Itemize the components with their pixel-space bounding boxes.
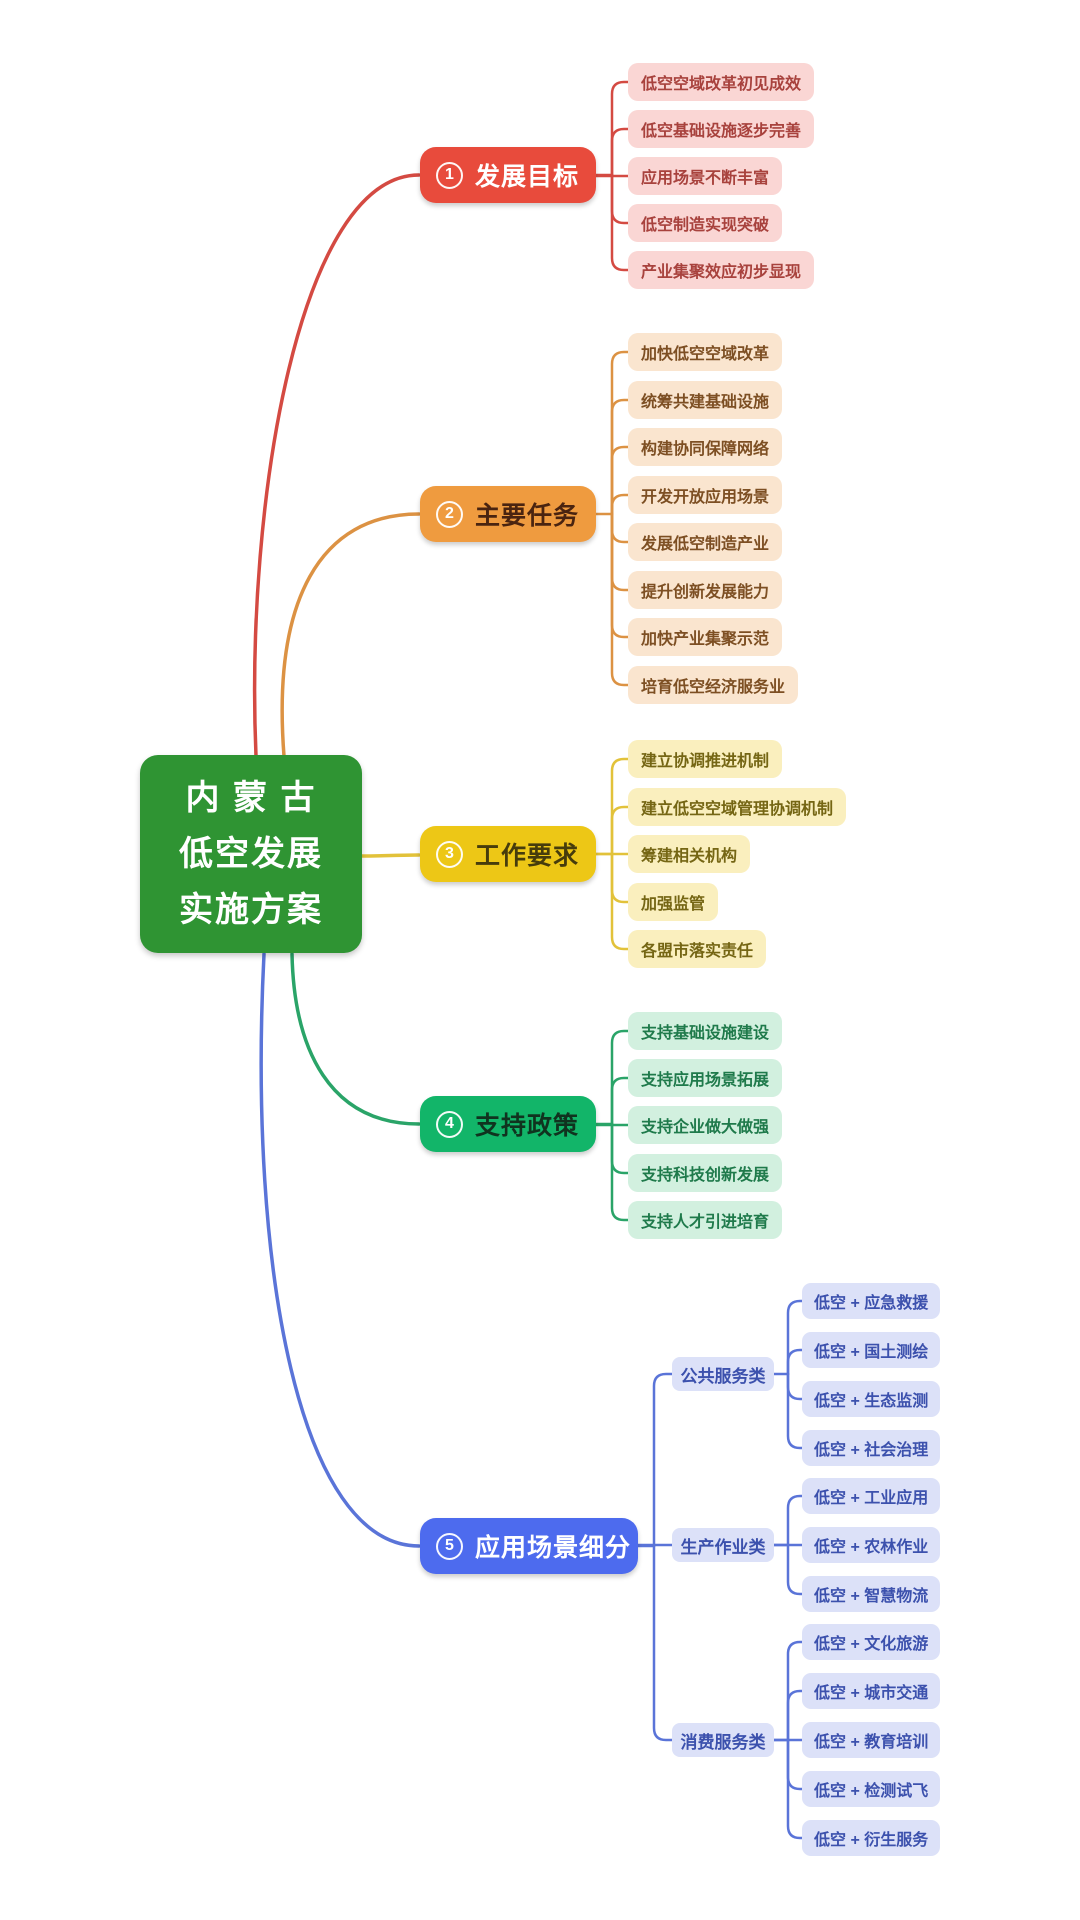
child-node[interactable]: 支持企业做大做强 — [628, 1106, 783, 1144]
connector — [610, 398, 630, 516]
root-title-line: 低空发展 — [179, 835, 323, 873]
branch-label: 发展目标 — [475, 163, 580, 191]
connector — [610, 852, 630, 904]
child-node[interactable]: 统筹共建基础设施 — [628, 381, 783, 419]
connector — [610, 1122, 630, 1175]
leaf-node[interactable]: 低空 + 检测试飞 — [802, 1771, 941, 1807]
leaf-node[interactable]: 低空 + 智慧物流 — [802, 1576, 941, 1612]
child-node[interactable]: 提升创新发展能力 — [628, 571, 783, 609]
child-node[interactable]: 应用场景不断丰富 — [628, 157, 783, 195]
connector — [610, 1076, 630, 1126]
connector — [786, 1299, 804, 1376]
connector — [610, 493, 630, 516]
leaf-node[interactable]: 低空 + 社会治理 — [802, 1430, 941, 1466]
branch-node-5[interactable]: 5 应用场景细分 — [420, 1518, 638, 1574]
connector — [610, 1122, 630, 1222]
connector — [610, 757, 630, 856]
connector — [610, 173, 630, 225]
connector — [786, 1738, 804, 1791]
root-title-line: 内 蒙 古 — [185, 779, 317, 817]
connector — [610, 512, 630, 544]
child-node[interactable]: 开发开放应用场景 — [628, 476, 783, 514]
branch-node-2[interactable]: 2 主要任务 — [420, 486, 596, 542]
connector — [252, 173, 421, 758]
connector — [786, 1689, 804, 1742]
leaf-node[interactable]: 低空 + 国土测绘 — [802, 1332, 941, 1368]
child-node[interactable]: 加快低空空域改革 — [628, 333, 783, 371]
connector — [610, 350, 630, 516]
connector — [786, 1372, 804, 1401]
connector — [786, 1372, 804, 1450]
child-node[interactable]: 支持人才引进培育 — [628, 1201, 783, 1239]
child-node[interactable]: 构建协同保障网络 — [628, 428, 783, 466]
leaf-node[interactable]: 低空 + 教育培训 — [802, 1722, 941, 1758]
leaf-node[interactable]: 低空 + 衍生服务 — [802, 1820, 941, 1856]
child-node[interactable]: 低空空域改革初见成效 — [628, 63, 815, 101]
connector — [360, 853, 421, 858]
connector — [652, 1544, 674, 1742]
connector — [786, 1543, 804, 1596]
connector — [610, 512, 630, 639]
branch-label: 工作要求 — [475, 842, 580, 870]
branch-node-1[interactable]: 1 发展目标 — [420, 147, 596, 203]
connector — [786, 1348, 804, 1376]
group-node[interactable]: 生产作业类 — [672, 1528, 774, 1562]
child-node[interactable]: 低空基础设施逐步完善 — [628, 110, 815, 148]
child-node[interactable]: 发展低空制造产业 — [628, 523, 783, 561]
child-node[interactable]: 建立协调推进机制 — [628, 740, 783, 778]
leaf-node[interactable]: 低空 + 城市交通 — [802, 1673, 941, 1709]
child-node[interactable]: 低空制造实现突破 — [628, 204, 783, 242]
child-node[interactable]: 支持科技创新发展 — [628, 1154, 783, 1192]
connector — [259, 952, 421, 1548]
connector — [610, 512, 630, 687]
connector — [290, 952, 421, 1126]
connector — [610, 852, 630, 951]
branch-node-3[interactable]: 3 工作要求 — [420, 826, 596, 882]
branch-number-badge: 5 — [436, 1532, 463, 1560]
child-node[interactable]: 支持应用场景拓展 — [628, 1059, 783, 1097]
connector — [610, 127, 630, 177]
connector — [610, 1029, 630, 1126]
leaf-node[interactable]: 低空 + 应急救援 — [802, 1283, 941, 1319]
connector — [610, 173, 630, 272]
branch-number-badge: 1 — [436, 161, 463, 189]
child-node[interactable]: 加强监管 — [628, 883, 719, 921]
connector — [786, 1738, 804, 1840]
connector — [610, 805, 630, 856]
branch-node-4[interactable]: 4 支持政策 — [420, 1096, 596, 1152]
leaf-node[interactable]: 低空 + 生态监测 — [802, 1381, 941, 1417]
child-node[interactable]: 产业集聚效应初步显现 — [628, 251, 815, 289]
child-node[interactable]: 培育低空经济服务业 — [628, 666, 799, 704]
connector — [786, 1494, 804, 1547]
connector — [280, 512, 421, 758]
connector — [610, 80, 630, 177]
child-node[interactable]: 筹建相关机构 — [628, 835, 751, 873]
branch-number-badge: 2 — [436, 500, 463, 528]
connector — [786, 1640, 804, 1742]
connector — [610, 512, 630, 592]
group-node[interactable]: 消费服务类 — [672, 1723, 774, 1757]
child-node[interactable]: 建立低空空域管理协调机制 — [628, 788, 847, 826]
group-node[interactable]: 公共服务类 — [672, 1357, 774, 1391]
leaf-node[interactable]: 低空 + 文化旅游 — [802, 1624, 941, 1660]
child-node[interactable]: 各盟市落实责任 — [628, 930, 767, 968]
root-node[interactable]: 内 蒙 古 低空发展 实施方案 — [140, 755, 362, 953]
branch-number-badge: 4 — [436, 1110, 463, 1138]
connector — [610, 445, 630, 516]
branch-label: 支持政策 — [475, 1112, 580, 1140]
branch-number-badge: 3 — [436, 840, 463, 868]
branch-label: 主要任务 — [475, 502, 580, 530]
branch-label: 应用场景细分 — [475, 1534, 632, 1562]
child-node[interactable]: 加快产业集聚示范 — [628, 618, 783, 656]
root-title-line: 实施方案 — [179, 891, 323, 929]
connector — [652, 1372, 674, 1548]
leaf-node[interactable]: 低空 + 农林作业 — [802, 1527, 941, 1563]
child-node[interactable]: 支持基础设施建设 — [628, 1012, 783, 1050]
leaf-node[interactable]: 低空 + 工业应用 — [802, 1478, 941, 1514]
